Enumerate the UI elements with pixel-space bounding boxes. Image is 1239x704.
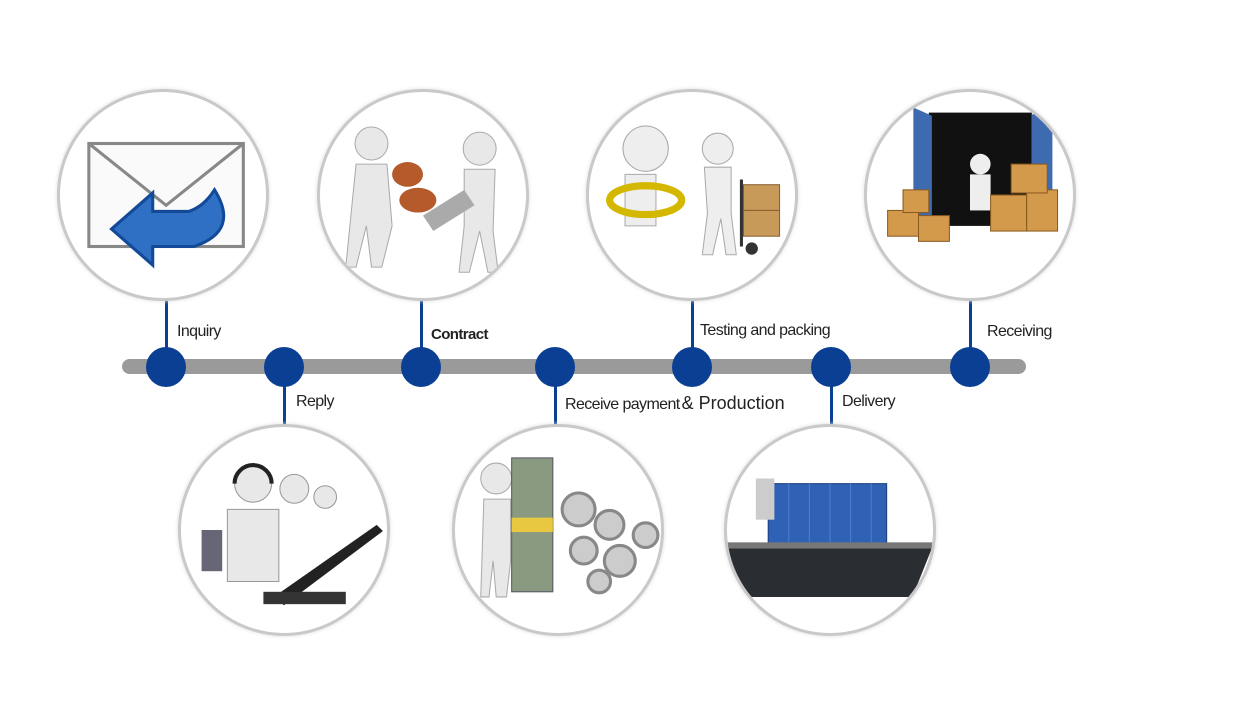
connector [554,375,557,425]
step-label-delivery: Delivery [842,393,896,410]
step-dot-receiving [950,347,990,387]
connector [165,298,168,358]
inspection-packing-icon [586,89,798,301]
step-label-receiving: Receiving [987,323,1052,340]
step-dot-contract [401,347,441,387]
call-center-icon [178,424,390,636]
step-dot-delivery [811,347,851,387]
step-label-reply: Reply [296,393,335,410]
step-label-testing: Testing and packing [700,322,831,339]
production-text: & Production [681,393,785,413]
step-label-contract: Contract [431,326,488,343]
money-gears-icon [452,424,664,636]
envelope-reply-icon [57,89,269,301]
container-boxes-icon [864,89,1076,301]
step-dot-testing [672,347,712,387]
step-dot-payment [535,347,575,387]
connector [283,375,286,425]
connector [691,298,694,358]
cargo-ship-icon [724,424,936,636]
connector [420,298,423,358]
step-dot-inquiry [146,347,186,387]
payment-text: Receive payment [565,396,680,413]
connector [830,375,833,425]
connector [969,298,972,358]
step-label-inquiry: Inquiry [177,323,221,340]
handshake-contract-icon [317,89,529,301]
step-label-payment: Receive payment& Production [565,393,785,414]
step-dot-reply [264,347,304,387]
